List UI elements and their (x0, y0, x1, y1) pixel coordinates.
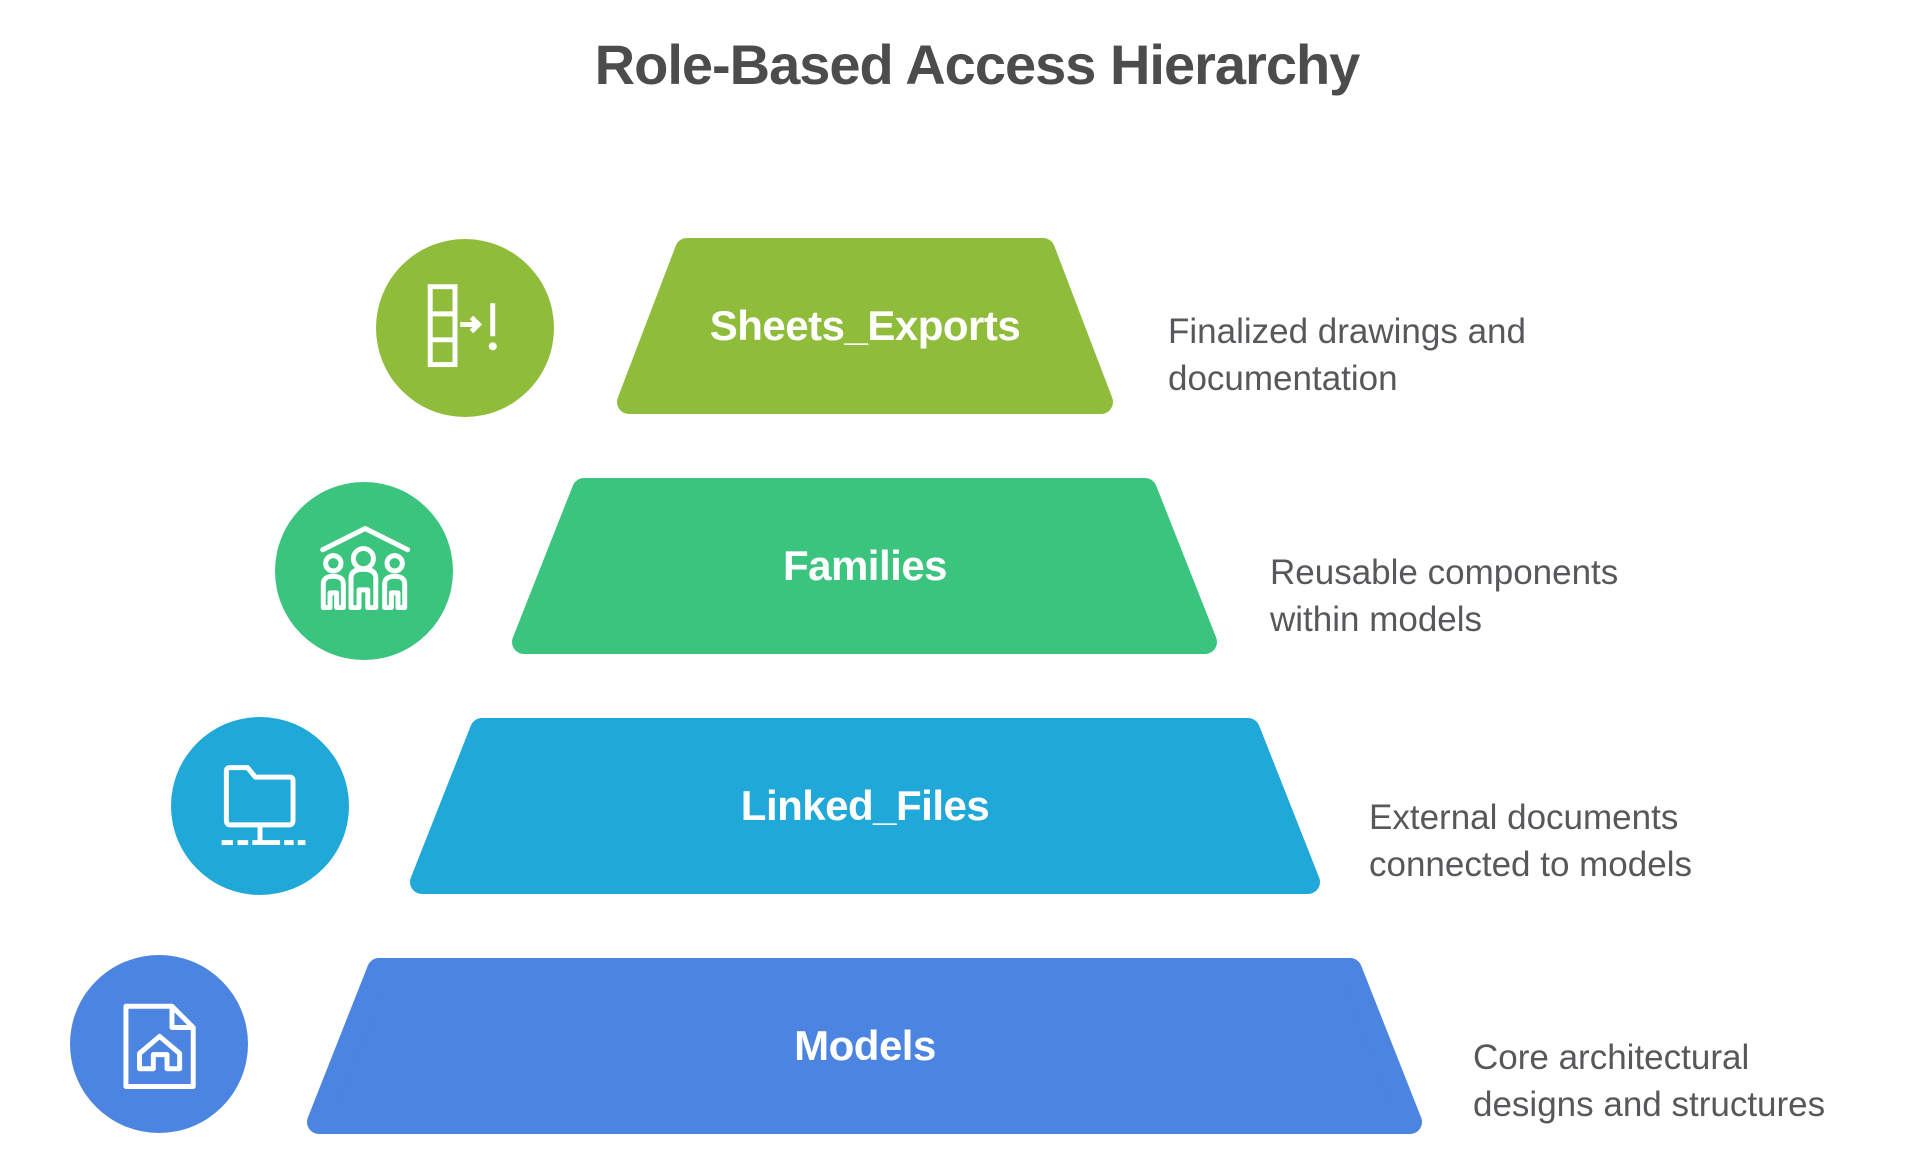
level-4-trapezoid (307, 958, 1422, 1134)
level-1-trapezoid (617, 238, 1113, 414)
diagram-title: Role-Based Access Hierarchy (594, 33, 1361, 96)
sheet-export-icon (376, 239, 554, 417)
level-3-description: External documents connected to models (1369, 798, 1692, 884)
linked-folder-icon (171, 717, 349, 895)
level-4-description: Core architectural designs and structure… (1473, 1038, 1826, 1124)
level-3-trapezoid (410, 718, 1320, 894)
level-2-label: Families (782, 542, 948, 589)
level-2-trapezoid (512, 478, 1217, 654)
level-4-label: Models (794, 1022, 936, 1069)
family-under-roof-icon (275, 482, 453, 660)
level-1-description: Finalized drawings and documentation (1168, 312, 1526, 398)
house-document-icon (70, 955, 248, 1133)
level-2-description: Reusable components within models (1270, 553, 1619, 639)
level-1-label: Sheets_Exports (709, 302, 1021, 349)
level-3-label: Linked_Files (740, 782, 990, 829)
